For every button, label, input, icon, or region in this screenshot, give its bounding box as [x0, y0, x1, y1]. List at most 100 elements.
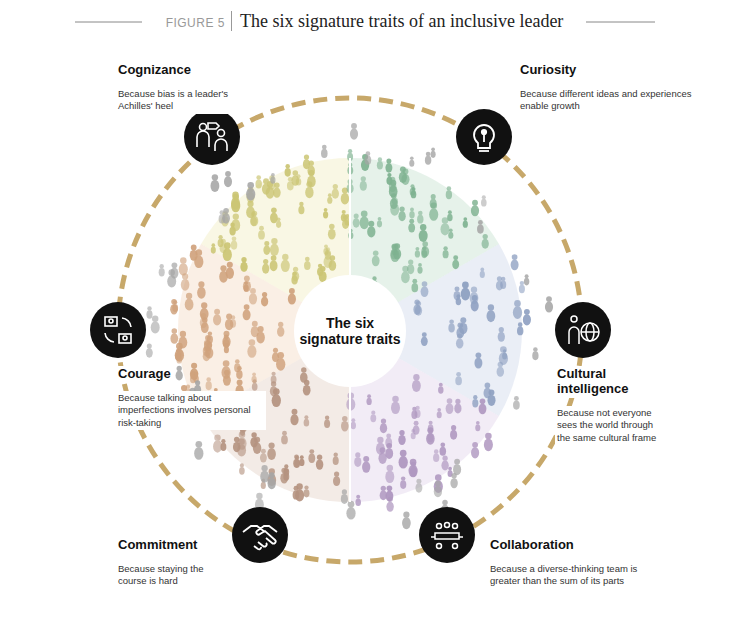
trait-name: Curiosity [518, 62, 578, 79]
title-text: The six signature traits of an inclusive… [231, 11, 571, 31]
crowd-figure [170, 299, 178, 315]
crowd-figure [304, 415, 310, 426]
crowd-figure [411, 429, 416, 439]
crowd-figure [266, 181, 275, 199]
crowd-figure [179, 331, 188, 349]
crowd-figure [307, 170, 316, 188]
crowd-figure [433, 449, 439, 462]
trait-block: CourageBecause talking about imperfectio… [116, 366, 266, 430]
crowd-figure [281, 431, 288, 445]
crowd-figure [513, 300, 522, 319]
crowd-figure [496, 276, 503, 290]
crowd-wheel [146, 123, 553, 529]
crowd-figure [481, 195, 487, 206]
crowd-figure [211, 243, 216, 253]
crowd-figure [327, 193, 332, 204]
crowd-figure [426, 427, 435, 444]
crowd-figure [277, 322, 284, 337]
crowd-figure [146, 344, 153, 358]
crowd-figure [146, 306, 152, 318]
crowd-figure [251, 372, 256, 383]
trait-block: CuriosityBecause different ideas and exp… [518, 62, 704, 114]
trait-reason: Because not everyone sees the world thro… [555, 406, 667, 445]
crowd-figure [409, 156, 414, 166]
dashed-ring [118, 98, 582, 562]
crowd-figure [316, 455, 323, 470]
crowd-figure [409, 459, 418, 478]
figure-number: FIGURE 5 [160, 16, 231, 30]
crowd-figure [523, 309, 531, 325]
crowd-figure [243, 281, 248, 292]
crowd-figure [200, 302, 209, 320]
crowd-figure [430, 194, 437, 208]
crowd-figure [299, 455, 304, 466]
crowd-figure [517, 322, 523, 335]
crowd-figure [448, 319, 454, 332]
crowd-figure [247, 339, 256, 358]
crowd-figure [170, 328, 178, 344]
crowd-figure [167, 269, 176, 287]
crowd-figure [370, 411, 376, 423]
crowd-figure [471, 442, 479, 458]
crowd-figure [513, 396, 520, 410]
crowd-figure [372, 251, 380, 267]
crowd-figure [376, 437, 385, 455]
crowd-figure [415, 479, 422, 493]
crowd-figure [234, 359, 240, 372]
crowd-figure [288, 288, 296, 305]
crowd-figure [415, 301, 422, 316]
crowd-figure [452, 255, 459, 269]
crowd-figure [190, 371, 196, 383]
crowd-figure [253, 437, 261, 454]
crowd-figure [206, 377, 212, 390]
crowd-figure [380, 418, 387, 433]
crowd-figure [237, 431, 246, 449]
crowd-figure [179, 257, 188, 275]
crowd-figure [402, 512, 411, 530]
crowd-figure [390, 198, 399, 216]
crowd-figure [454, 399, 461, 414]
title-rule [586, 22, 655, 23]
crowd-figure [421, 281, 429, 297]
crowd-figure [450, 473, 457, 488]
crowd-figure [441, 456, 448, 471]
crowd-figure [448, 228, 453, 238]
crowd-figure [341, 489, 348, 504]
cognizance-icon [184, 109, 240, 165]
trait-name: Cultural intelligence [555, 366, 659, 398]
crowd-figure [291, 170, 299, 186]
crowd-figure [247, 187, 255, 203]
crowd-figure [231, 194, 240, 213]
crowd-figure [324, 250, 333, 268]
crowd-figure [461, 282, 470, 301]
commitment-icon [232, 507, 288, 563]
crowd-figure [197, 281, 206, 298]
crowd-figure [267, 442, 276, 459]
crowd-figure [479, 398, 487, 414]
trait-block: CognizanceBecause bias is a leader's Ach… [116, 62, 256, 114]
crowd-figure [366, 394, 371, 405]
crowd-figure [295, 483, 304, 501]
crowd-figure [271, 372, 277, 384]
trait-reason: Because bias is a leader's Achilles' hee… [116, 87, 256, 114]
crowd-figure [545, 296, 553, 312]
curiosity-icon [456, 109, 512, 165]
crowd-figure [498, 327, 505, 342]
crowd-figure [417, 211, 423, 224]
crowd-figure [385, 443, 393, 459]
crowd-figure [213, 435, 222, 453]
crowd-figure [194, 441, 203, 460]
trait-block: CollaborationBecause a diverse-thinking … [488, 537, 668, 589]
figure-title: FIGURE 5The six signature traits of an i… [0, 11, 731, 32]
crowd-figure [304, 257, 311, 270]
crowd-figure [463, 217, 468, 228]
courage-icon [90, 302, 146, 358]
trait-name: Cognizance [116, 62, 193, 79]
crowd-figure [484, 433, 493, 451]
crowd-figure [417, 263, 422, 274]
crowd-figure [159, 264, 165, 276]
crowd-figure [262, 259, 269, 274]
crowd-figure [250, 212, 257, 226]
crowd-figure [328, 224, 336, 240]
crowd-figure [411, 279, 418, 293]
